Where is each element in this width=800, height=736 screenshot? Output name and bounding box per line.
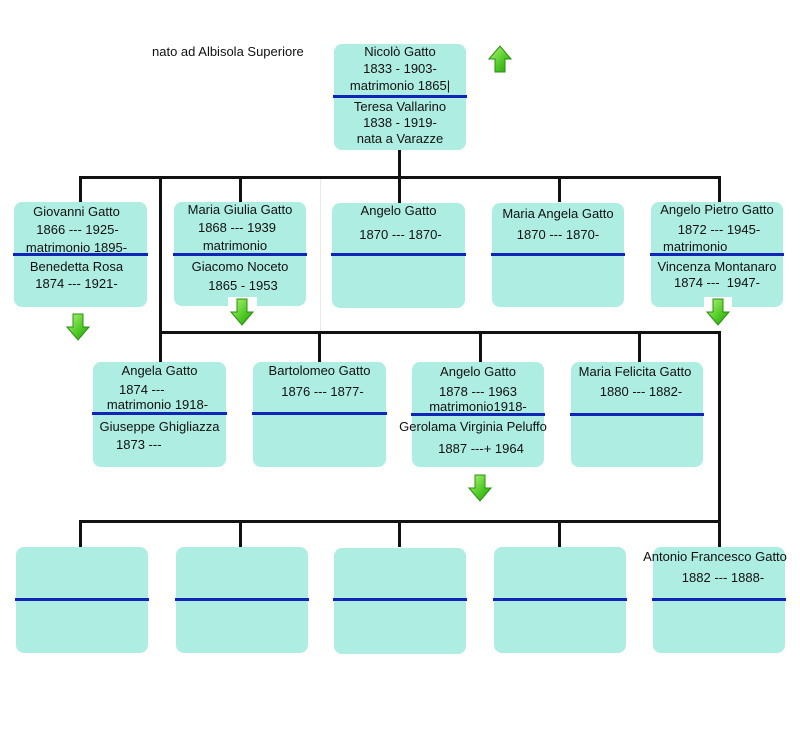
life-dates: 1874 --- [119, 382, 165, 397]
arrow-down-icon[interactable] [66, 313, 90, 341]
spouse-separator [333, 598, 467, 601]
spouse-name: Benedetta Rosa [29, 259, 124, 274]
marriage-info: matrimonio 1918- [106, 397, 209, 412]
person-card-antonio-francesco[interactable]: Antonio Francesco Gatto 1882 --- 1888- [643, 547, 787, 653]
marriage-info: matrimonio [663, 239, 728, 254]
person-name: Angela Gatto [121, 363, 198, 378]
person-card-maria-felicita[interactable]: Maria Felicita Gatto 1880 --- 1882- [570, 362, 704, 467]
person-name: Maria Giulia Gatto [187, 202, 293, 217]
connector-gen1-drop [79, 176, 82, 202]
spouse-separator [491, 253, 625, 256]
spouse-name: Gerolama Virginia Peluffo [399, 419, 547, 434]
connector-gen3-drop [398, 520, 401, 547]
person-card-maria-angela[interactable]: Maria Angela Gatto 1870 --- 1870- [491, 203, 625, 307]
spouse-dates: 1887 ---+ 1964 [438, 441, 524, 456]
person-name: Angelo Pietro Gatto [660, 202, 774, 217]
life-dates: 1868 --- 1939 [197, 220, 277, 235]
spouse-dates: 1874 --- 1921- [35, 276, 118, 291]
person-card-empty[interactable] [175, 547, 309, 653]
spouse-separator [252, 412, 387, 415]
spouse-separator [493, 598, 627, 601]
connector-gen2-drop [318, 331, 321, 362]
connector-gen2-drop [638, 331, 641, 362]
connector-gen3-drop [79, 520, 82, 547]
spouse-separator [173, 253, 307, 256]
connector-gen3-drop [558, 520, 561, 547]
spouse-separator [652, 598, 786, 601]
life-dates: 1870 --- 1870- [359, 227, 442, 242]
person-name: Maria Felicita Gatto [578, 364, 692, 379]
life-dates: 1870 --- 1870- [516, 227, 600, 242]
arrow-down-icon[interactable] [706, 298, 730, 326]
life-dates: 1876 --- 1877- [281, 384, 364, 399]
person-card-angelo-pietro[interactable]: Angelo Pietro Gatto 1872 --- 1945- matri… [650, 202, 784, 307]
person-name: Nicolò Gatto [364, 44, 436, 59]
arrow-down-icon[interactable] [468, 474, 492, 502]
spouse-dates: 1838 - 1919- [363, 115, 437, 130]
person-card-empty[interactable] [15, 547, 149, 653]
life-dates: 1882 --- 1888- [681, 570, 765, 585]
spouse-separator [650, 253, 784, 256]
marriage-info: matrimonio 1865| [349, 78, 451, 93]
person-card-empty[interactable] [333, 548, 467, 654]
person-name: Maria Angela Gatto [502, 206, 614, 221]
connector-gen2-stem [159, 176, 162, 363]
spouse-dates: 1873 --- [116, 437, 162, 452]
person-card-empty[interactable] [493, 547, 627, 653]
spouse-birthplace: nata a Varazze [356, 131, 444, 146]
life-dates: 1866 --- 1925- [36, 222, 119, 237]
connector-faint [320, 179, 321, 331]
life-dates: 1880 --- 1882- [599, 384, 683, 399]
connector-gen1-drop [718, 176, 721, 202]
marriage-info: matrimonio 1895- [25, 240, 128, 255]
spouse-name: Giacomo Noceto [191, 259, 289, 274]
connector-gen2-drop [479, 331, 482, 362]
person-name: Antonio Francesco Gatto [643, 549, 787, 564]
person-card-angelo[interactable]: Angelo Gatto 1870 --- 1870- [331, 203, 466, 308]
marriage-info: matrimonio1918- [429, 399, 527, 414]
life-dates: 1878 --- 1963 [438, 384, 518, 399]
connector-gen1-drop [239, 176, 242, 202]
marriage-info: matrimonio [202, 238, 268, 253]
spouse-name: Vincenza Montanaro [657, 259, 777, 274]
spouse-separator [92, 412, 227, 415]
life-dates: 1872 --- 1945- [677, 222, 761, 237]
person-card-root[interactable]: Nicolò Gatto 1833 - 1903- matrimonio 186… [333, 44, 467, 150]
arrow-up-icon[interactable] [488, 45, 512, 73]
person-name: Giovanni Gatto [33, 204, 120, 219]
birthplace-note: nato ad Albisola Superiore [152, 44, 304, 59]
connector-gen3-stem [718, 331, 721, 548]
connector-gen3-drop [239, 520, 242, 547]
person-card-maria-giulia[interactable]: Maria Giulia Gatto 1868 --- 1939 matrimo… [173, 202, 307, 306]
spouse-name: Teresa Vallarino [353, 99, 447, 114]
person-card-angelo-1878[interactable]: Angelo Gatto 1878 --- 1963 matrimonio191… [399, 362, 547, 467]
person-name: Bartolomeo Gatto [268, 363, 371, 378]
spouse-separator [13, 253, 148, 256]
person-name: Angelo Gatto [440, 364, 516, 379]
connector-gen2-bar [159, 331, 720, 334]
spouse-dates: 1874 --- 1947- [674, 275, 760, 290]
spouse-dates: 1865 - 1953 [208, 278, 278, 293]
spouse-separator [570, 413, 704, 416]
spouse-separator [175, 598, 309, 601]
spouse-separator [331, 253, 466, 256]
connector-gen1-drop [558, 176, 561, 202]
life-dates: 1833 - 1903- [363, 61, 437, 76]
arrow-down-icon[interactable] [230, 298, 254, 326]
person-name: Angelo Gatto [360, 203, 437, 218]
person-card-bartolomeo[interactable]: Bartolomeo Gatto 1876 --- 1877- [252, 362, 387, 467]
person-card-angela[interactable]: Angela Gatto 1874 --- matrimonio 1918- G… [92, 362, 227, 467]
connector-gen1-bar [79, 176, 720, 179]
spouse-separator [411, 413, 545, 416]
spouse-separator [333, 95, 467, 98]
spouse-separator [15, 598, 149, 601]
person-card-giovanni[interactable]: Giovanni Gatto 1866 --- 1925- matrimonio… [13, 202, 148, 307]
spouse-name: Giuseppe Ghigliazza [99, 419, 220, 434]
